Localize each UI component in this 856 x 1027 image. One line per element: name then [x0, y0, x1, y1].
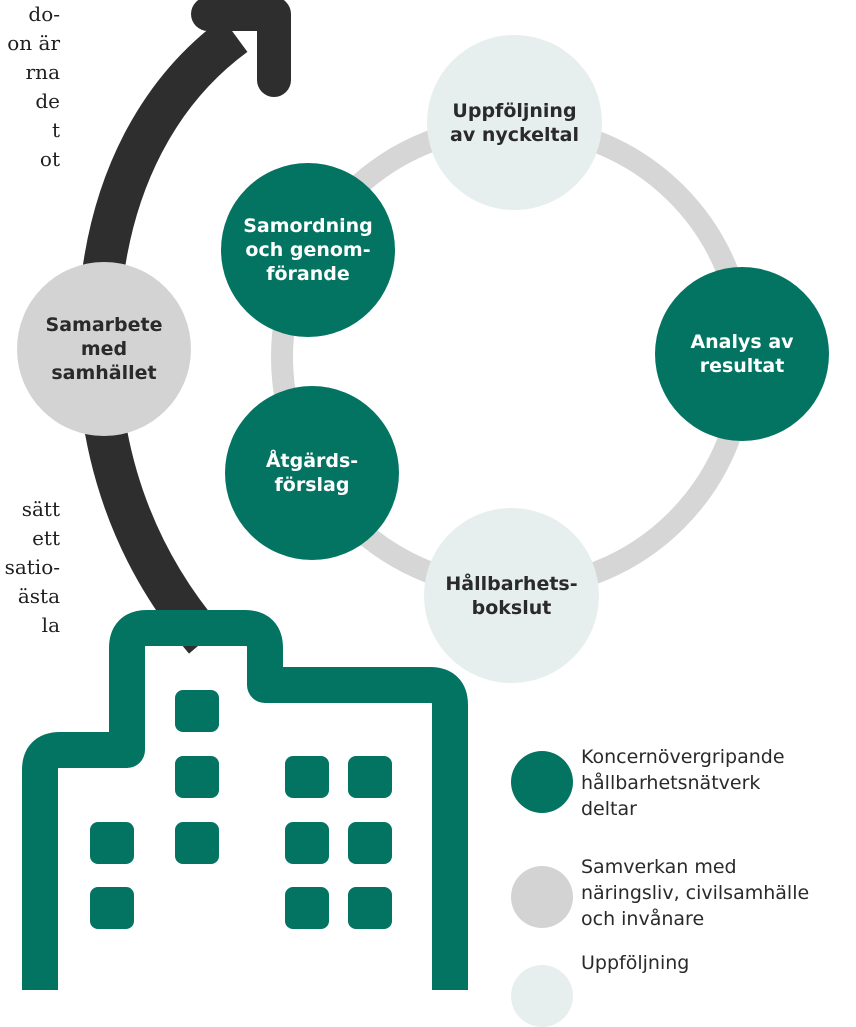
- body-text-line: de: [35, 89, 60, 113]
- legend-label-line: Uppföljning: [581, 952, 690, 974]
- node-label-line: Samarbete: [45, 314, 163, 336]
- legend-swatch-light: [511, 965, 573, 1027]
- body-text-line: la: [41, 613, 60, 637]
- node-label-line: och genom-: [245, 239, 371, 261]
- building-window: [348, 822, 392, 864]
- building-window: [285, 887, 329, 929]
- building-window: [90, 822, 134, 864]
- node-label-line: med: [80, 338, 128, 360]
- body-text-line: ästa: [17, 584, 60, 608]
- body-text-bottom: sätt ett satio- ästa la: [0, 495, 60, 640]
- legend-label-line: näringsliv, civilsamhälle: [581, 882, 810, 904]
- legend-label-line: Koncernövergripande: [581, 746, 785, 768]
- body-text-line: rna: [25, 60, 60, 84]
- building-window: [285, 822, 329, 864]
- legend-label-line: Samverkan med: [581, 856, 737, 878]
- node-label-line: bokslut: [471, 596, 552, 619]
- node-samarbete-med-samhallet: Samarbete med samhället: [17, 262, 191, 436]
- body-text-line: ett: [32, 526, 60, 550]
- node-label-line: förande: [266, 263, 350, 285]
- node-samordning: Samordning och genom- förande: [221, 163, 395, 337]
- node-label-line: förslag: [274, 474, 350, 496]
- node-uppfoljning-av-nyckeltal: Uppföljning av nyckeltal: [427, 35, 602, 210]
- legend-label: Uppföljning: [581, 950, 689, 976]
- building-window: [175, 756, 219, 798]
- body-text-line: on är: [7, 31, 60, 55]
- legend-label-line: hållbarhetsnätverk: [581, 772, 761, 794]
- building-window: [348, 887, 392, 929]
- node-label-line: Analys av: [690, 331, 794, 353]
- node-label-line: Samordning: [243, 215, 373, 237]
- legend-swatch-grey: [511, 866, 573, 928]
- node-label-line: Uppföljning: [452, 99, 577, 122]
- node-label-line: av nyckeltal: [450, 123, 579, 146]
- building-window: [348, 756, 392, 798]
- building-window: [285, 756, 329, 798]
- body-text-line: ot: [39, 147, 60, 171]
- legend-label-line: och invånare: [581, 908, 705, 930]
- node-label-line: Åtgärds-: [265, 450, 359, 472]
- building-window: [90, 887, 134, 929]
- body-text-line: do-: [28, 2, 60, 26]
- body-text-top: do- on är rna de t ot: [0, 0, 60, 174]
- building-window: [175, 822, 219, 864]
- node-hallbarhetsbokslut: Hållbarhets- bokslut: [424, 508, 599, 683]
- node-analys-av-resultat: Analys av resultat: [655, 267, 829, 441]
- legend-label-line: deltar: [581, 798, 637, 820]
- body-text-line: sätt: [21, 497, 60, 521]
- building-window: [175, 690, 219, 732]
- legend-swatch-green: [511, 751, 573, 813]
- node-label-line: resultat: [699, 355, 785, 377]
- building-icon: [22, 610, 468, 990]
- node-label-line: samhället: [51, 362, 157, 384]
- body-text-line: t: [51, 118, 60, 142]
- node-label-line: Hållbarhets-: [445, 572, 578, 595]
- node-atgardsforslag: Åtgärds- förslag: [225, 386, 399, 560]
- legend-label: Samverkan med näringsliv, civilsamhälle …: [581, 854, 809, 932]
- body-text-line: satio-: [4, 555, 60, 579]
- legend-label: Koncernövergripande hållbarhetsnätverk d…: [581, 744, 785, 822]
